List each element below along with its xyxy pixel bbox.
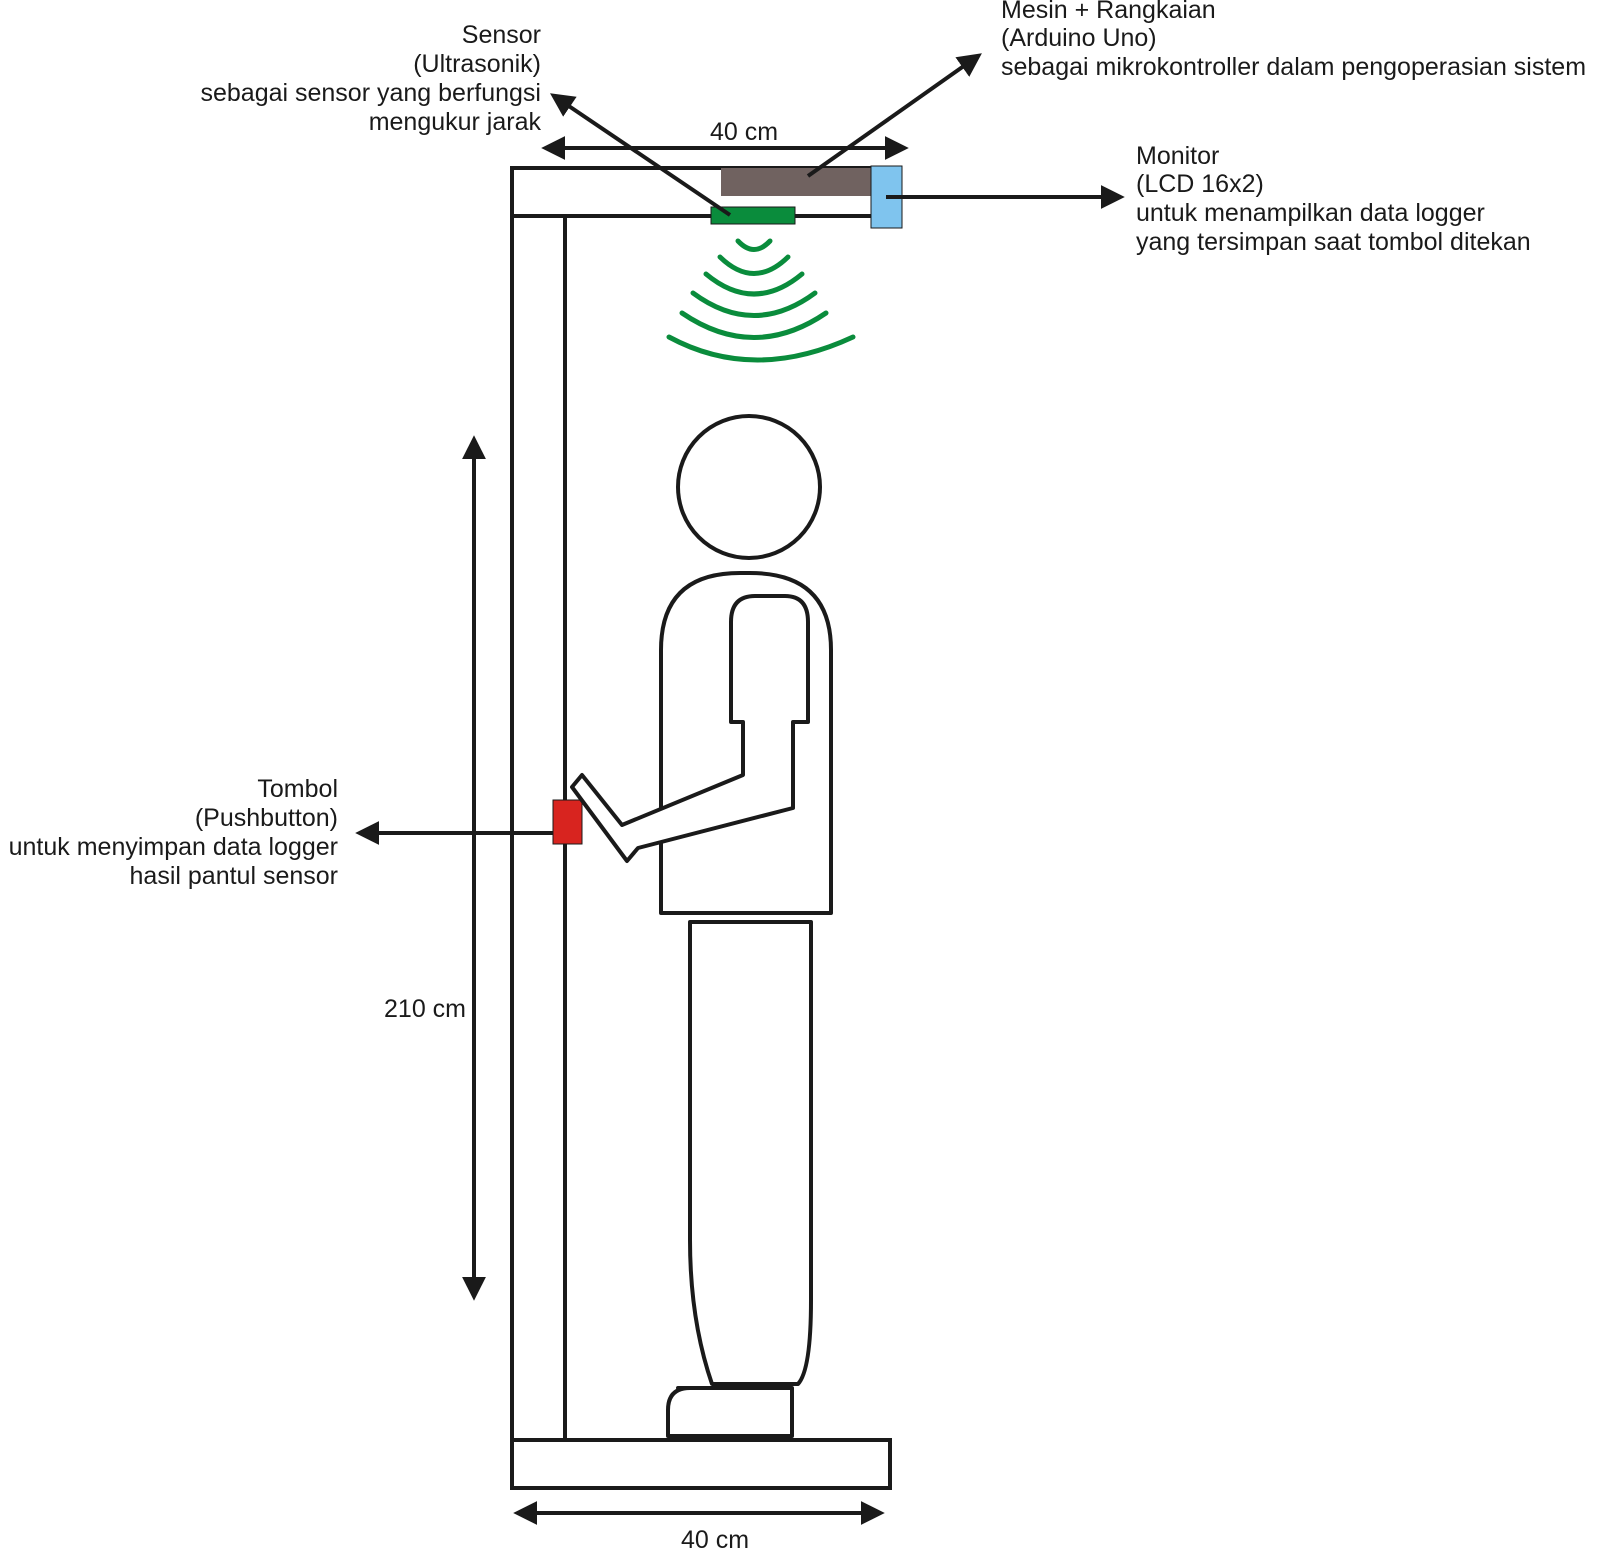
tombol-label-line: hasil pantul sensor bbox=[130, 862, 338, 890]
sensor-label-line: mengukur jarak bbox=[369, 108, 542, 136]
monitor-label-line: Monitor bbox=[1136, 142, 1219, 170]
wave-6 bbox=[666, 334, 856, 363]
person-foot bbox=[666, 1386, 794, 1438]
ultrasonic-waves bbox=[666, 238, 856, 363]
person-figure bbox=[570, 414, 833, 1438]
sensor-label-line: (Ultrasonik) bbox=[413, 50, 541, 78]
mesin-label-line: sebagai mikrokontroller dalam pengoperas… bbox=[1001, 53, 1586, 81]
sensor-label: Sensor (Ultrasonik) sebagai sensor yang … bbox=[200, 21, 541, 136]
mesin-callout-arrow bbox=[806, 53, 982, 178]
top-width-label: 40 cm bbox=[710, 118, 778, 146]
monitor-label-line: (LCD 16x2) bbox=[1136, 170, 1264, 198]
height-label: 210 cm bbox=[384, 995, 466, 1023]
wave-2 bbox=[717, 254, 791, 276]
person-head bbox=[676, 414, 822, 560]
wave-3 bbox=[703, 271, 805, 297]
monitor-label-line: untuk menampilkan data logger bbox=[1136, 199, 1485, 227]
tombol-label-line: untuk menyimpan data logger bbox=[9, 833, 338, 861]
wave-1 bbox=[735, 238, 773, 252]
sensor-callout-arrow bbox=[550, 93, 732, 217]
bottom-width-label: 40 cm bbox=[681, 1526, 749, 1550]
tombol-label-line: Tombol bbox=[257, 775, 338, 803]
sensor-label-line: sebagai sensor yang berfungsi bbox=[200, 79, 541, 107]
pushbutton bbox=[552, 799, 583, 845]
frame-base-plate bbox=[510, 1438, 892, 1490]
arduino-box bbox=[721, 168, 872, 196]
monitor-label-line: yang tersimpan saat tombol ditekan bbox=[1136, 228, 1531, 256]
tombol-label: Tombol (Pushbutton) untuk menyimpan data… bbox=[9, 775, 338, 890]
monitor-label: Monitor (LCD 16x2) untuk menampilkan dat… bbox=[1136, 142, 1531, 256]
mesin-label-line: Mesin + Rangkaian bbox=[1001, 0, 1216, 24]
wave-5 bbox=[679, 310, 829, 340]
person-arm bbox=[570, 594, 810, 863]
mesin-label-line: (Arduino Uno) bbox=[1001, 24, 1157, 52]
person-legs bbox=[688, 920, 813, 1386]
ultrasonic-sensor bbox=[710, 206, 796, 225]
wave-4 bbox=[690, 290, 818, 318]
mesin-label: Mesin + Rangkaian (Arduino Uno) sebagai … bbox=[1001, 0, 1586, 81]
tombol-label-line: (Pushbutton) bbox=[195, 804, 338, 832]
sensor-label-line: Sensor bbox=[462, 21, 541, 49]
